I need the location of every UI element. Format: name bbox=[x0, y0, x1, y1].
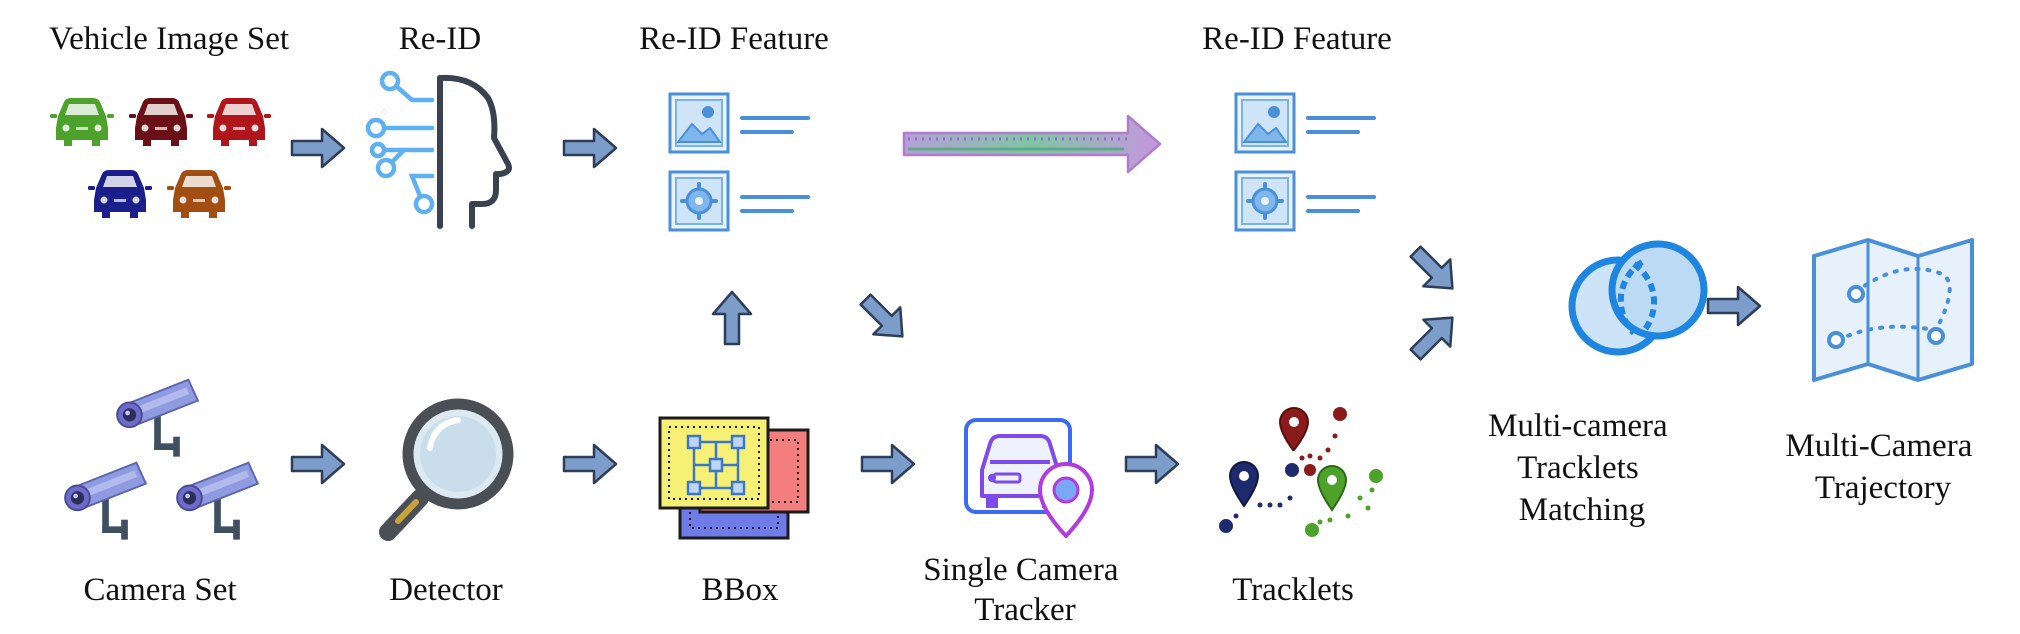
map-pins-icon bbox=[1219, 407, 1383, 537]
car-location-icon bbox=[964, 418, 1094, 538]
arrow-detector-to-bbox bbox=[562, 443, 618, 485]
label-single-camera-tracker: Single Camera Tracker bbox=[923, 552, 1126, 628]
settings-feature-card-icon bbox=[1234, 170, 1296, 232]
label-reid: Re-ID bbox=[399, 21, 481, 57]
label-vehicle-image-set: Vehicle Image Set bbox=[49, 21, 289, 57]
reid-head-icon bbox=[365, 70, 512, 229]
vehicle-image-set-icons bbox=[50, 98, 271, 218]
security-camera-icon bbox=[176, 461, 259, 541]
camera-set-icons bbox=[64, 378, 259, 541]
label-multi-camera-trajectory: Multi-Camera Trajectory bbox=[1785, 428, 1980, 506]
maroon-car-icon bbox=[129, 98, 193, 146]
red-car-icon bbox=[207, 98, 271, 146]
arrow-matching-to-trajectory bbox=[1706, 285, 1762, 327]
security-camera-icon bbox=[64, 461, 147, 541]
long-gradient-arrow bbox=[902, 114, 1162, 174]
image-feature-card-icon bbox=[1234, 92, 1296, 154]
label-tracklets: Tracklets bbox=[1232, 572, 1354, 608]
label-camera-set: Camera Set bbox=[83, 572, 236, 608]
label-reid-feature-2: Re-ID Feature bbox=[1202, 21, 1392, 57]
arrow-tracker-to-tracklets bbox=[1124, 443, 1180, 485]
arrow-bbox-to-tracker bbox=[860, 443, 916, 485]
arrow-reid-to-feature bbox=[562, 127, 618, 169]
arrow-cameras-to-detector bbox=[290, 443, 346, 485]
overlap-circles-icon bbox=[1568, 240, 1708, 356]
arrow-tracklets-to-matching bbox=[1400, 302, 1468, 370]
arrow-feature-down-to-tracker bbox=[850, 284, 918, 352]
settings-feature-card-icon bbox=[668, 170, 730, 232]
arrow-cars-to-reid bbox=[290, 127, 346, 169]
feature-card-icon-group-1 bbox=[668, 92, 810, 232]
bbox-stack-icon bbox=[658, 416, 810, 540]
arrow-bbox-up-to-feature bbox=[711, 290, 753, 346]
navy-car-icon bbox=[88, 170, 152, 218]
feature-card-icon-group-2 bbox=[1234, 92, 1376, 232]
security-camera-icon bbox=[116, 378, 199, 458]
label-bbox: BBox bbox=[701, 572, 779, 608]
trajectory-map-icon bbox=[1812, 238, 1974, 382]
label-reid-feature-1: Re-ID Feature bbox=[639, 21, 829, 57]
magnifier-icon bbox=[379, 398, 514, 541]
brown-car-icon bbox=[167, 170, 231, 218]
label-multi-camera-matching: Multi-camera Tracklets Matching bbox=[1488, 408, 1676, 528]
arrow-feature-to-matching bbox=[1400, 236, 1468, 304]
image-feature-card-icon bbox=[668, 92, 730, 154]
label-detector: Detector bbox=[389, 572, 503, 608]
green-car-icon bbox=[50, 98, 114, 146]
